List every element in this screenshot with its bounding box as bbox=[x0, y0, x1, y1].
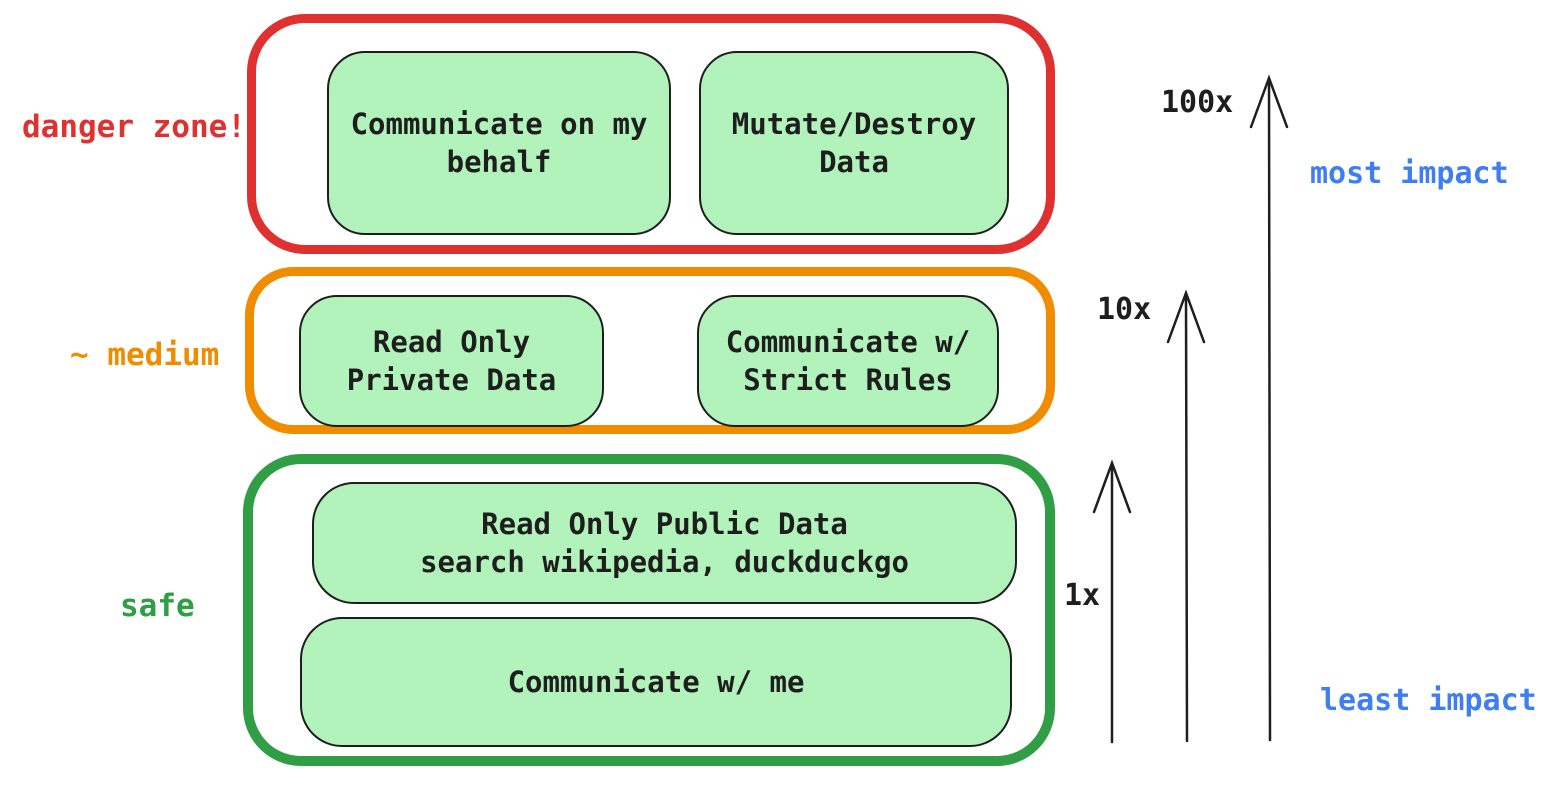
arrow-100x bbox=[1249, 74, 1289, 742]
box-text-line: Data bbox=[819, 145, 889, 179]
box-communicate-strict-rules: Communicate w/ Strict Rules bbox=[697, 295, 999, 427]
arrow-10x bbox=[1166, 289, 1206, 743]
label-least-impact: least impact bbox=[1320, 683, 1537, 718]
box-text-line: Mutate/Destroy bbox=[731, 107, 977, 141]
box-text-line: Communicate w/ bbox=[725, 325, 971, 359]
box-read-only-public-data: Read Only Public Data search wikipedia, … bbox=[312, 482, 1017, 604]
label-danger-zone: danger zone! bbox=[22, 109, 246, 145]
label-safe: safe bbox=[120, 588, 195, 624]
label-medium: ~ medium bbox=[70, 337, 220, 373]
box-text-line: search wikipedia, duckduckgo bbox=[420, 545, 909, 579]
box-mutate-destroy-data: Mutate/Destroy Data bbox=[699, 51, 1009, 235]
box-text-line: Read Only bbox=[372, 325, 531, 359]
box-communicate-with-me: Communicate w/ me bbox=[300, 617, 1012, 747]
box-text-line: Communicate on my bbox=[350, 107, 648, 141]
zone-medium: Read Only Private Data Communicate w/ St… bbox=[245, 267, 1055, 434]
box-text-line: Private Data bbox=[346, 363, 557, 397]
box-read-only-private-data: Read Only Private Data bbox=[299, 295, 604, 427]
zone-safe: Read Only Public Data search wikipedia, … bbox=[243, 454, 1055, 766]
label-100x: 100x bbox=[1161, 85, 1234, 120]
label-10x: 10x bbox=[1097, 292, 1152, 327]
box-communicate-on-my-behalf: Communicate on my behalf bbox=[327, 51, 671, 235]
box-text-line: Read Only Public Data bbox=[481, 507, 848, 541]
box-text-line: behalf bbox=[446, 145, 552, 179]
box-text-line: Communicate w/ me bbox=[507, 665, 805, 699]
label-1x: 1x bbox=[1064, 578, 1101, 613]
zone-danger: Communicate on my behalf Mutate/Destroy … bbox=[247, 14, 1055, 254]
label-most-impact: most impact bbox=[1310, 156, 1509, 191]
box-text-line: Strict Rules bbox=[743, 363, 953, 397]
